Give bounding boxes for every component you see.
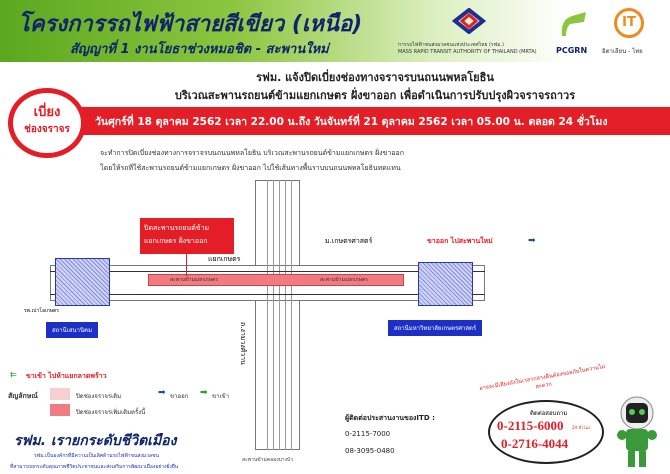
schedule-band — [40, 107, 670, 135]
bridge-label-left: สะพานข้ามแยกเกษตร — [170, 277, 218, 283]
itd-logo-icon: IT — [614, 8, 644, 38]
badge-line-2: ช่องจราจร — [24, 124, 70, 135]
apology-note: อาจจะมีเสียงดังในเวลากลางคืนต้องขออภัยใน… — [478, 364, 606, 393]
mascot-icon — [612, 395, 662, 469]
project-title: โครงการรถไฟฟ้าสายสีเขียว (เหนือ) — [18, 12, 363, 37]
bottom-bridge-label: สะพานข้ามคลองบางบัว — [242, 457, 294, 463]
tagline-2: ที่สามารถยกระดับคุณภาพชีวิตประชาชนและส่ง… — [10, 464, 179, 470]
inbound-note: ขาเข้า ไปห้าแยกลาดพร้าว — [26, 372, 107, 380]
schedule-text: วันศุกร์ที่ 18 ตุลาคม 2562 เวลา 22.00 น.… — [95, 116, 608, 128]
legend-title: สัญลักษณ์ — [8, 392, 38, 400]
hospital-label: รพ.เปาโลเกษตร — [24, 308, 59, 314]
contact-phone-1: 0-2115-7000 — [345, 430, 391, 438]
pcgrn-logo-icon — [558, 10, 588, 38]
legend-closed-new: ปิดช่องจราจรเพิ่มเติมครั้งนี้ — [76, 409, 146, 416]
legend-inbound: ขาเข้า — [212, 393, 229, 400]
outbound-label: ขาออก ไปสะพานใหม่ — [427, 237, 493, 245]
speech-bubble — [488, 400, 604, 464]
detour-badge: เบี่ยง ช่องจราจร — [8, 88, 86, 158]
project-subtitle: สัญญาที่ 1 งานโยธาช่วงหมอชิต - สะพานใหม่ — [70, 42, 329, 57]
pcgrn-label: PCGRN — [556, 46, 588, 55]
hotline-1-note: 24 ชั่วโมง — [572, 425, 591, 430]
contact-phone-2: 08-3095-0480 — [345, 447, 395, 455]
description-line-2: โดยให้รถที่ใช้สะพานรถยนต์ข้ามแยกเกษตร ฝั… — [100, 164, 401, 172]
horizontal-lanes — [50, 271, 485, 295]
closure-callout: ปิดสะพานรถยนต์ข้ามแยกเกษตร ฝั่งขาออก — [140, 218, 234, 254]
badge-line-1: เบี่ยง — [33, 105, 61, 120]
header-banner — [0, 0, 670, 62]
inbound-arrow-icon: ⇇ — [10, 370, 17, 379]
bridge-label-right: สะพานข้ามแยกเกษตร — [320, 277, 368, 283]
mrta-name-th: การรถไฟฟ้าขนส่งมวลชนแห่งประเทศไทย (รฟม.) — [398, 42, 504, 48]
notice-heading-2: บริเวณสะพานรถยนต์ข้ามแยกเกษตร ฝั่งขาออก … — [174, 89, 576, 102]
station-label-right: สถานีมหาวิทยาลัยเกษตรศาสตร์ — [388, 320, 483, 336]
mrta-name-en: MASS RAPID TRANSIT AUTHORITY OF THAILAND… — [398, 49, 537, 55]
closure-pointer — [186, 254, 187, 276]
contact-title: ผู้ติดต่อประสานงานของITD : — [345, 414, 435, 422]
closed-bridge-segment — [148, 274, 404, 286]
outbound-arrow-icon: ➡ — [528, 236, 536, 246]
notice-heading-1: รฟม. แจ้งปิดเบี่ยงช่องทางจราจรบนถนนพหลโย… — [256, 71, 494, 84]
vertical-lanes — [262, 180, 293, 450]
closure-label-1: ปิดสะพานรถยนต์ข้าม — [144, 224, 210, 232]
legend-closed-existing: ปิดช่องจราจรเดิม — [76, 393, 122, 400]
slogan: รฟม. เรายกระดับชีวิตเมือง — [14, 433, 177, 449]
station-area-left — [55, 258, 110, 306]
description-line-1: จะทำการปิดเบี่ยงช่องทางการจราจรบนถนนพหลโ… — [100, 149, 404, 157]
hotline-2: 0-2716-4044 — [501, 436, 569, 451]
station-label-left: สถานีเสนานิคม — [46, 322, 99, 338]
outbound-legend-arrow-icon: ➡ — [158, 388, 166, 398]
mrta-logo-icon — [451, 7, 487, 35]
closure-label-2: แยกเกษตร ฝั่งขาออก — [144, 237, 208, 245]
road-south-label: ถ.งามวงศ์วาน — [239, 322, 247, 365]
inbound-legend-arrow-icon: ➡ — [200, 388, 208, 398]
legend-outbound: ขาออก — [170, 393, 189, 400]
itd-label: อิตาเลียน - ไทย — [602, 48, 643, 55]
hotline-1: 0-2115-6000 — [497, 418, 564, 433]
tagline-1: รฟม.เป็นองค์กรที่มีความเป็นเลิศด้านรถไฟฟ… — [34, 453, 159, 459]
intersection-label: แยกเกษตร — [208, 255, 241, 263]
legend-swatch-existing — [50, 388, 70, 400]
legend-swatch-new — [50, 404, 70, 416]
university-label: ม.เกษตรศาสตร์ — [325, 237, 373, 245]
station-area-right — [418, 262, 473, 306]
inquiry-label: ติดต่อสอบถาม — [530, 410, 568, 417]
